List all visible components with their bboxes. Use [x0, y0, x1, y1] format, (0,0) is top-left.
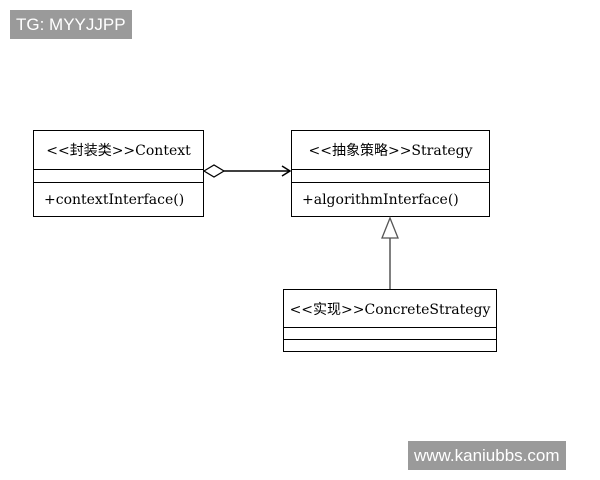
class-context-name: <<封装类>>Context	[34, 131, 203, 170]
generalization-triangle	[381, 216, 399, 239]
aggregation-diamond	[202, 164, 226, 178]
class-context-operation: +contextInterface()	[44, 191, 185, 208]
class-concrete-strategy-attributes	[284, 328, 496, 340]
aggregation-connector	[202, 164, 292, 178]
watermark-top: TG: MYYJJPP	[10, 10, 132, 39]
class-context: <<封装类>>Context +contextInterface()	[33, 130, 204, 217]
class-strategy-attributes	[292, 170, 489, 183]
class-strategy-name: <<抽象策略>>Strategy	[292, 131, 489, 170]
class-concrete-strategy: <<实现>>ConcreteStrategy	[283, 289, 497, 352]
watermark-bottom: www.kaniubbs.com	[408, 441, 566, 470]
class-strategy: <<抽象策略>>Strategy +algorithmInterface()	[291, 130, 490, 217]
class-strategy-operation: +algorithmInterface()	[302, 191, 459, 208]
class-context-attributes	[34, 170, 203, 183]
generalization-connector	[381, 216, 399, 289]
aggregation-arrowhead	[281, 165, 292, 177]
class-concrete-strategy-name: <<实现>>ConcreteStrategy	[284, 290, 496, 328]
